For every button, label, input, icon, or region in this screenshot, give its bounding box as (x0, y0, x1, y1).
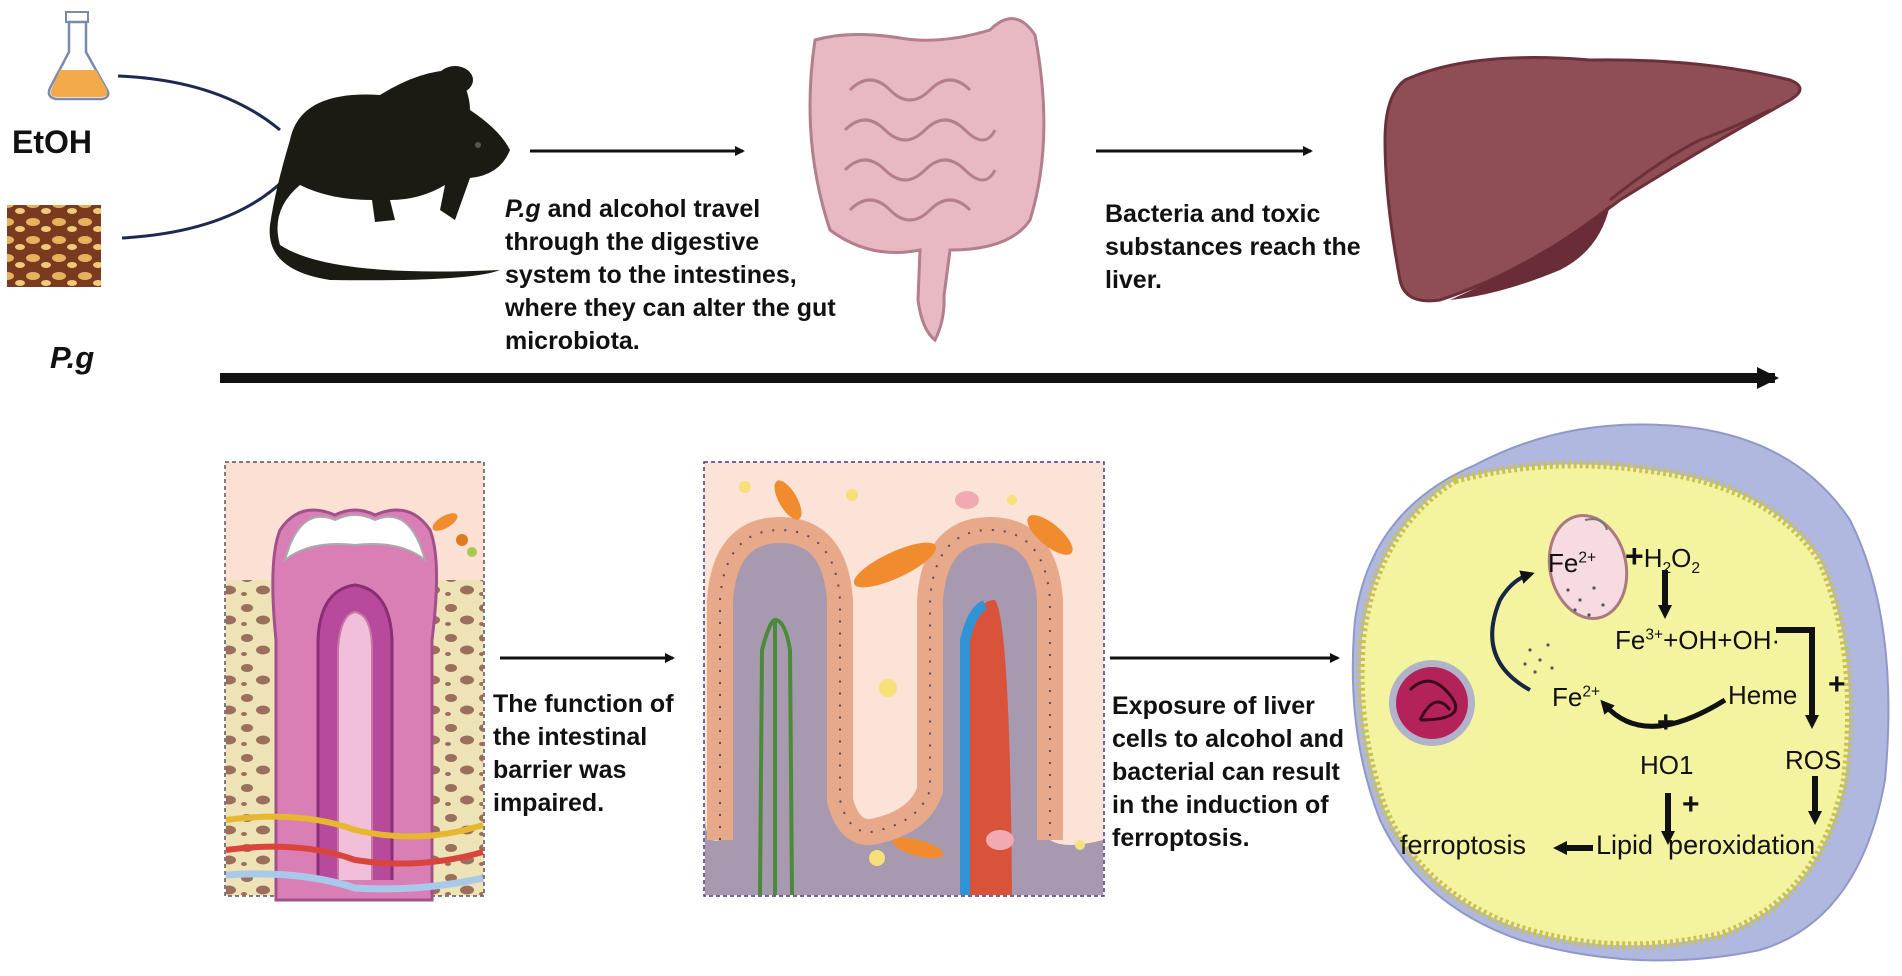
fe3-charge: 3+ (1645, 626, 1664, 644)
fe2-vesicle-base: Fe (1548, 548, 1579, 578)
fe2-vesicle-charge: 2+ (1578, 549, 1597, 567)
h2o2-plus: + (1625, 538, 1644, 574)
plus-loop: + (1657, 706, 1675, 739)
caption-step3: The function of the intestinal barrier w… (493, 690, 674, 817)
fe2-vesicle-label: Fe2+ (1548, 548, 1596, 579)
fe2-left-base: Fe (1552, 682, 1583, 712)
h2o2-o: O (1671, 543, 1692, 573)
caption-step1-text: and alcohol travel through the digestive… (505, 195, 836, 355)
fe3-products: +OH+OH· (1663, 625, 1781, 655)
intestinal-villi-panel (703, 461, 1105, 897)
liver-icon (1383, 56, 1802, 303)
fe3-base: Fe (1615, 625, 1646, 655)
h2o2-sub1: 2 (1662, 560, 1672, 578)
intestine-icon (808, 17, 1046, 343)
h2o2-label: +H2O2 (1625, 538, 1700, 578)
flask-icon (47, 11, 110, 101)
plus-right: + (1828, 668, 1846, 701)
caption-step2: Bacteria and toxic substances reach the … (1105, 200, 1361, 294)
h2o2-h: H (1643, 543, 1663, 573)
ho1-label: HO1 (1640, 750, 1694, 780)
mouse-icon (269, 66, 510, 281)
connector-pg (121, 178, 286, 240)
fe2-left-label: Fe2+ (1552, 682, 1600, 713)
pg-culture-image (7, 205, 101, 287)
caption-step1: P.g and alcohol travel through the diges… (505, 193, 845, 358)
heme-label: Heme (1728, 680, 1798, 710)
pg-label: P.g (50, 340, 95, 375)
connector-etoh (117, 74, 281, 132)
pathway-arrows (1553, 570, 1822, 855)
tooth-panel (224, 461, 485, 902)
ferroptosis-label: ferroptosis (1400, 830, 1527, 860)
caption-step4: Exposure of liver cells to alcohol and b… (1112, 692, 1344, 852)
h2o2-sub2: 2 (1691, 560, 1701, 578)
plus-ho1: + (1682, 788, 1700, 821)
fe3-label: Fe3++OH+OH· (1615, 625, 1780, 656)
hepatocyte-cell (1351, 423, 1890, 962)
caption-step1-emphasis: P.g (505, 195, 541, 223)
lipid-peroxidation-label: Lipid peroxidation (1596, 830, 1816, 860)
fe2-left-charge: 2+ (1582, 683, 1601, 701)
etoh-label: EtOH (12, 124, 92, 160)
ros-label: ROS (1785, 745, 1842, 775)
